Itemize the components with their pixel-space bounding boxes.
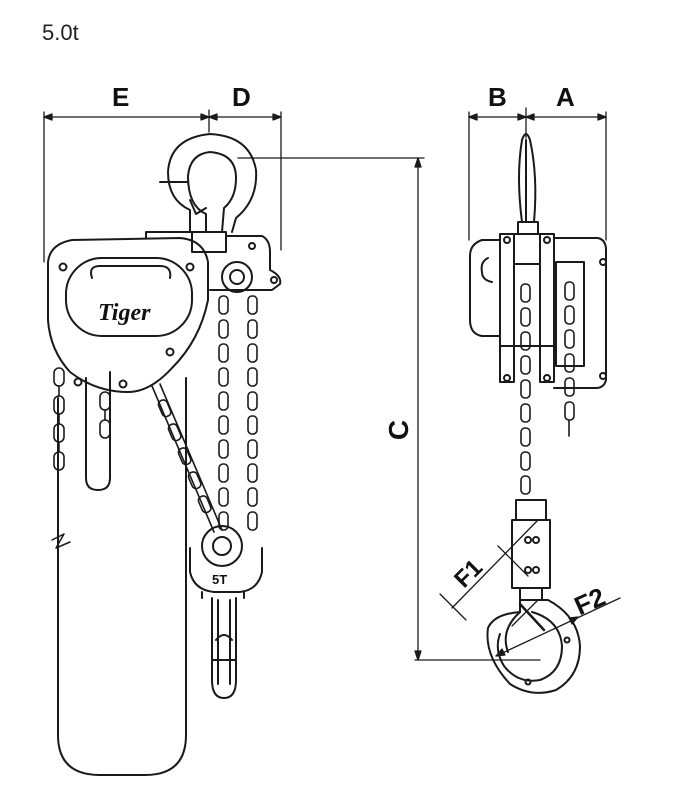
dim-label-f2: F2: [570, 581, 610, 621]
load-chain-left: [218, 295, 258, 531]
hand-chain-links: [53, 367, 111, 471]
dim-label-f1: F1: [449, 554, 488, 593]
right-view-top-hook: [517, 133, 539, 235]
hand-wheel-cover: Tiger: [47, 237, 209, 393]
brand-logo: Tiger: [98, 300, 151, 326]
right-view-body: [469, 233, 607, 389]
dim-label-d: D: [232, 82, 251, 112]
right-view-bottom-hook: [486, 599, 581, 694]
top-hook-left: [159, 133, 258, 253]
capacity-caption: 5.0t: [42, 20, 79, 45]
dimension-b-a: B A: [468, 82, 607, 241]
dim-label-e: E: [112, 82, 129, 112]
right-view-bottom-block: [511, 499, 551, 601]
dim-label-a: A: [556, 82, 575, 112]
dimension-e-d: E D: [43, 82, 282, 263]
dim-label-c: C: [383, 420, 414, 440]
hand-chain-diagonal: [151, 383, 223, 533]
dimension-f1: F1: [439, 519, 539, 627]
capacity-mark: 5T: [212, 572, 227, 587]
hand-chain-loop: [51, 371, 187, 776]
hoist-body-left: [145, 231, 282, 293]
dimension-c: C: [237, 157, 541, 661]
dim-label-b: B: [488, 82, 507, 112]
bottom-block-left: 5T: [189, 525, 263, 699]
right-view-chains: [520, 281, 575, 495]
